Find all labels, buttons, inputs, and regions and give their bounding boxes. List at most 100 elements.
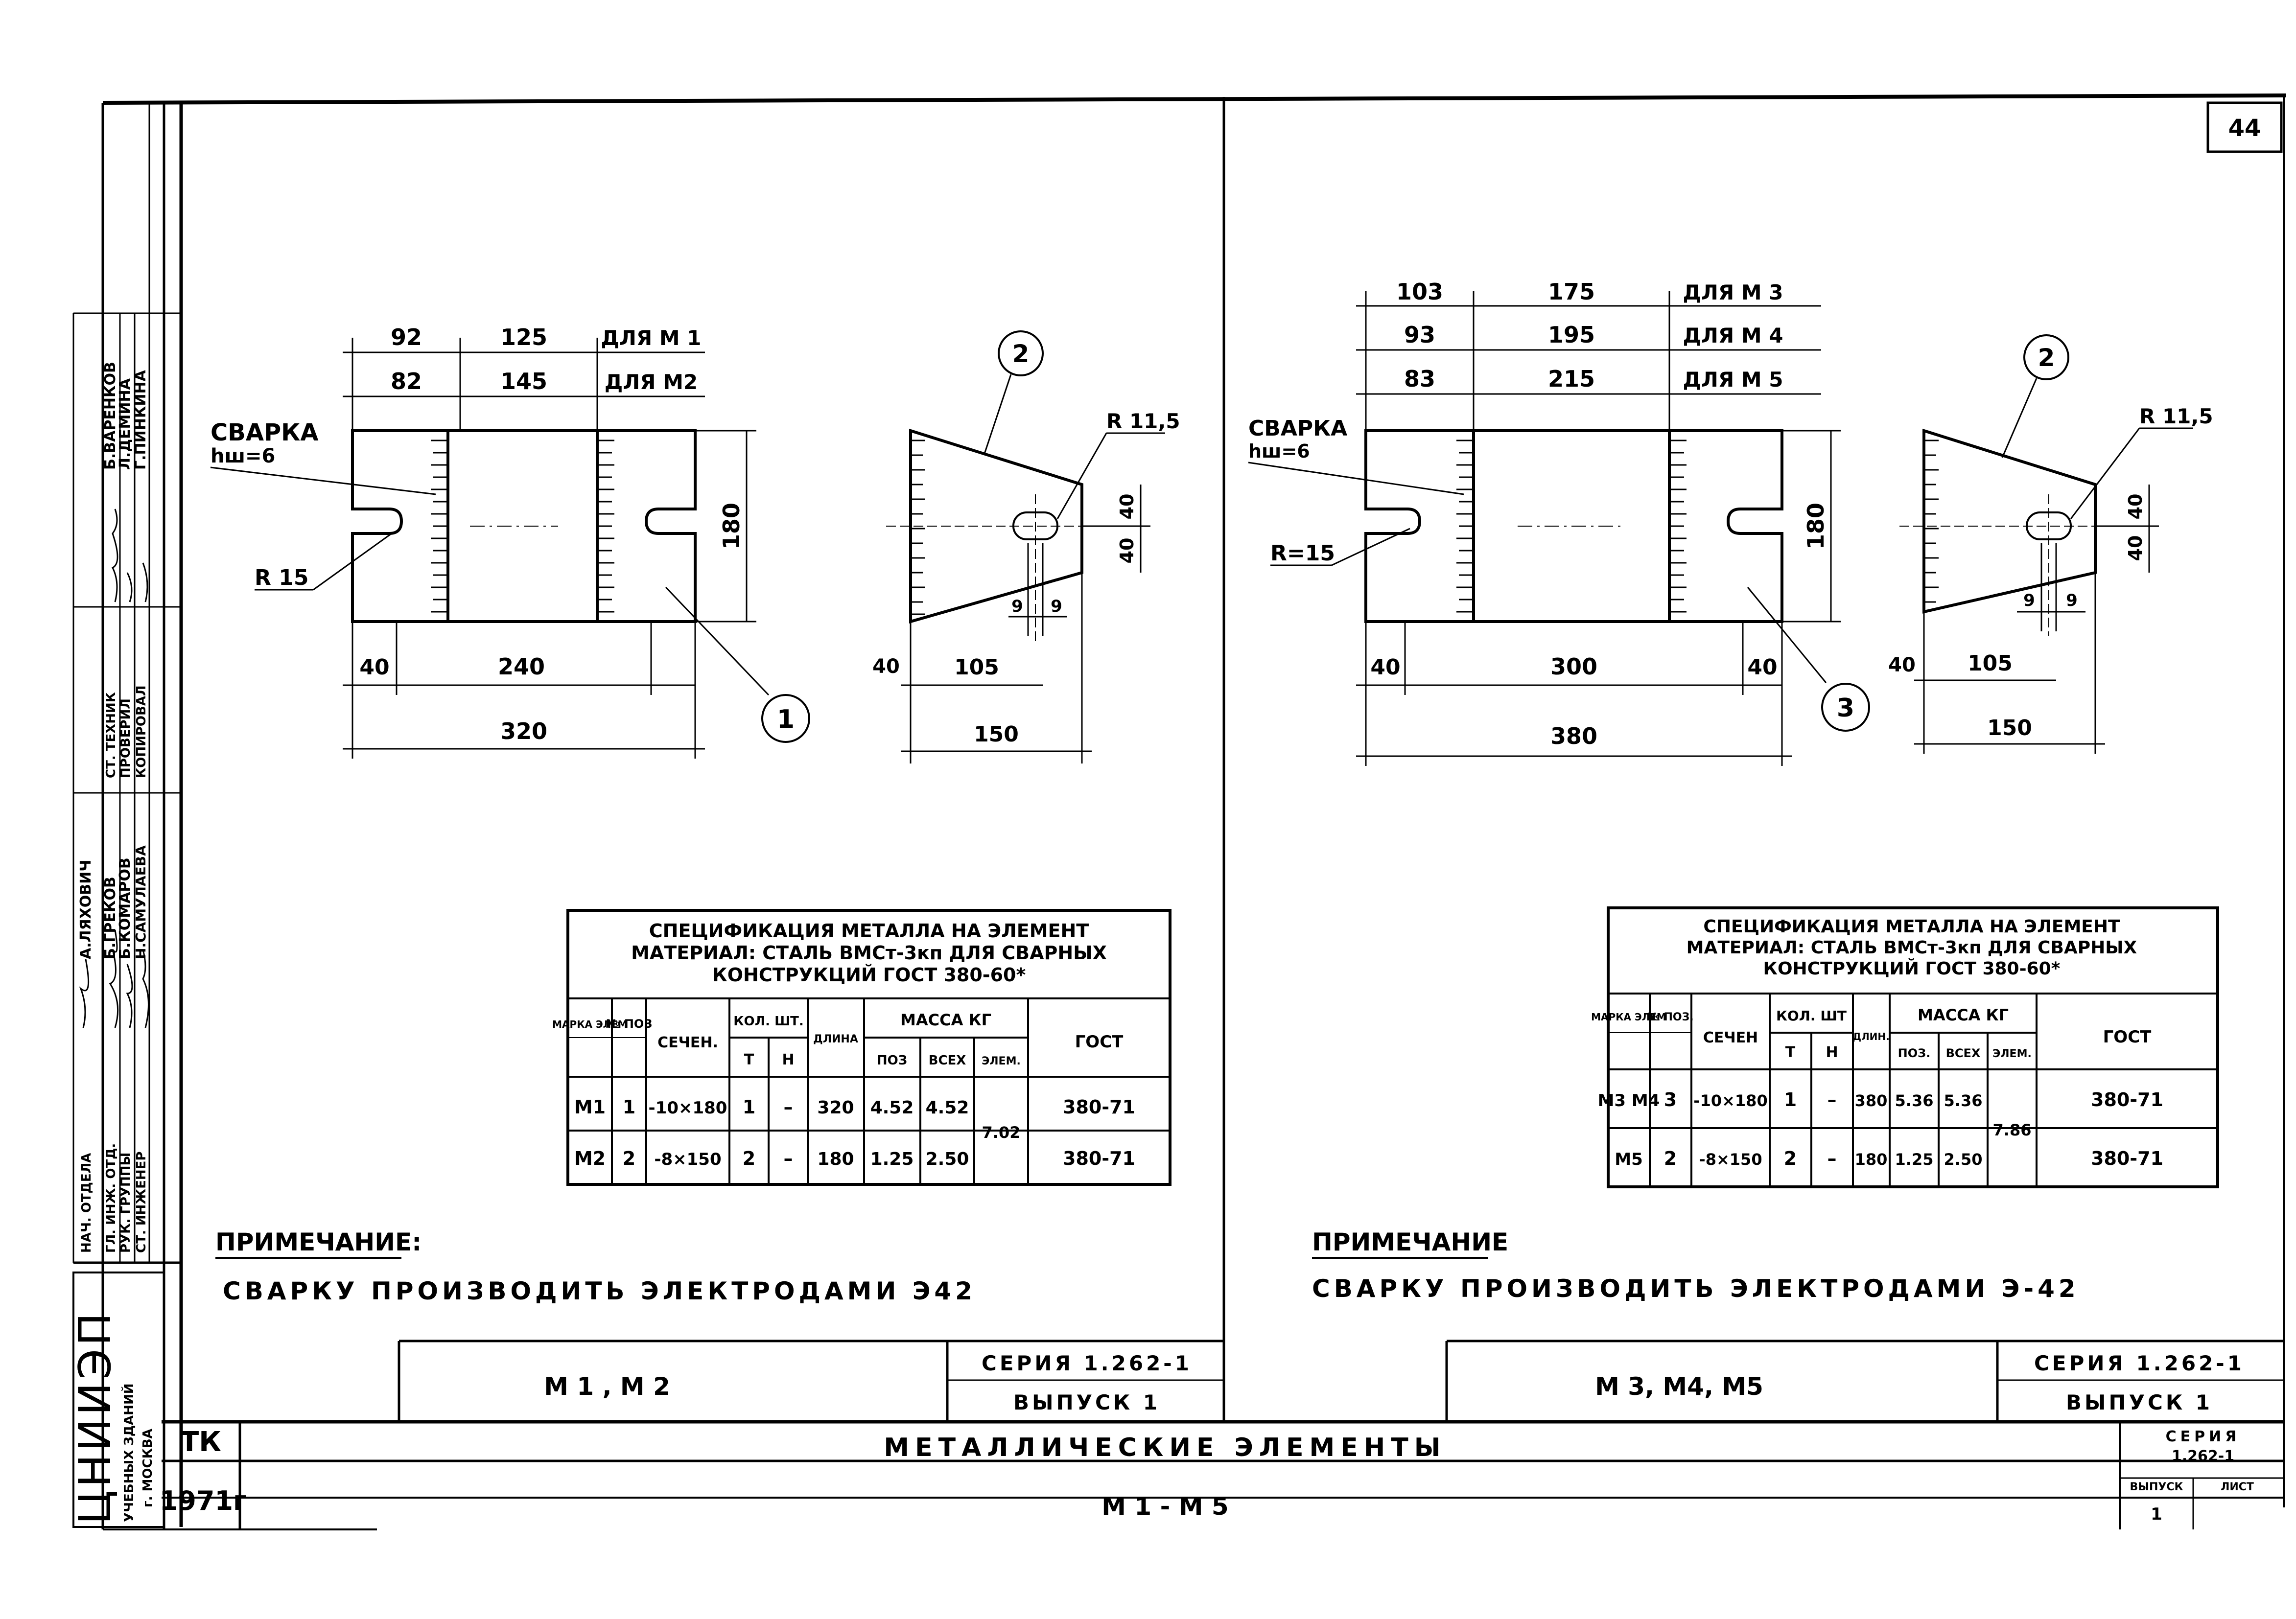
right-row2-n: – bbox=[1827, 1148, 1837, 1169]
left-stamp-marks: М 1 , М 2 bbox=[544, 1372, 670, 1401]
right-side-dim-150: 150 bbox=[1987, 716, 2032, 740]
right-row2-gost: 380-71 bbox=[2091, 1148, 2163, 1169]
left-side-dim-40b: 40 bbox=[1116, 538, 1138, 564]
sig-name-7: Г.ПИНКИНА bbox=[132, 370, 149, 470]
left-col-mass: МАССА КГ bbox=[900, 1011, 991, 1029]
left-row1-mpos: 4.52 bbox=[870, 1098, 914, 1118]
left-note-text: СВАРКУ ПРОИЗВОДИТЬ ЭЛЕКТРОДАМИ Э42 bbox=[223, 1277, 976, 1305]
right-dim-for-m4: ДЛЯ М 4 bbox=[1683, 324, 1783, 347]
left-row1-t: 1 bbox=[743, 1096, 755, 1118]
tb-issue-label: ВЫПУСК bbox=[2130, 1481, 2183, 1493]
right-dim-175: 175 bbox=[1548, 278, 1595, 305]
right-spec-table: СПЕЦИФИКАЦИЯ МЕТАЛЛА НА ЭЛЕМЕНТ МАТЕРИАЛ… bbox=[1591, 906, 2219, 1188]
right-row1-mpos: 5.36 bbox=[1895, 1091, 1934, 1110]
left-row2-length: 180 bbox=[817, 1149, 854, 1169]
right-dim-83: 83 bbox=[1404, 366, 1435, 392]
left-weld-label: СВАРКА bbox=[211, 419, 319, 446]
left-row1-pos: 1 bbox=[623, 1096, 635, 1118]
left-row1-gost: 380-71 bbox=[1063, 1096, 1135, 1118]
main-subtitle: М 1 - М 5 bbox=[1101, 1492, 1228, 1521]
sig-role-4: СТ. ИНЖЕНЕР bbox=[134, 1152, 149, 1253]
right-row2-length: 180 bbox=[1855, 1150, 1888, 1169]
left-row1-mark: М1 bbox=[574, 1096, 606, 1118]
right-col-mass: МАССА КГ bbox=[1918, 1006, 2009, 1024]
right-stamp bbox=[1445, 1340, 2284, 1422]
handwritten-signatures bbox=[79, 509, 149, 1028]
left-col-mass-all: ВСЕХ bbox=[929, 1053, 966, 1068]
left-side-radius: R 11,5 bbox=[1106, 409, 1180, 433]
right-stamp-series: СЕРИЯ 1.262-1 bbox=[2034, 1351, 2245, 1375]
right-dim-195: 195 bbox=[1548, 322, 1595, 348]
right-dim-for-m5: ДЛЯ М 5 bbox=[1683, 368, 1783, 392]
left-side-callout: 2 bbox=[1012, 340, 1030, 368]
year-label: 1971г bbox=[160, 1485, 247, 1516]
sig-name-2: Б.ГРЕКОВ bbox=[102, 877, 119, 959]
right-side-dim-105: 105 bbox=[1968, 651, 2013, 676]
right-row2-mark: М5 bbox=[1615, 1150, 1643, 1169]
right-weld-size: hш=6 bbox=[1248, 440, 1310, 462]
sheet-number-box: 44 bbox=[2206, 101, 2283, 153]
left-dim-overall: 320 bbox=[500, 718, 547, 744]
right-note-title: ПРИМЕЧАНИЕ bbox=[1312, 1228, 1508, 1256]
main-title: МЕТАЛЛИЧЕСКИЕ ЭЛЕМЕНТЫ bbox=[884, 1433, 1446, 1462]
right-col-length: ДЛИН. bbox=[1852, 1031, 1890, 1042]
left-row1-section: -10×180 bbox=[649, 1098, 727, 1118]
right-row2-mpos: 1.25 bbox=[1895, 1150, 1934, 1169]
right-row1-length: 380 bbox=[1855, 1091, 1888, 1110]
left-mass-elem: 7.02 bbox=[982, 1123, 1021, 1142]
left-dim-125: 125 bbox=[500, 324, 547, 350]
sig-name-1: А.ЛЯХОВИЧ bbox=[77, 860, 94, 959]
left-dim-240: 240 bbox=[498, 653, 545, 680]
signature-names: А.ЛЯХОВИЧ Б.ГРЕКОВ Б.КОМАРОВ Н.САМУЛАЕВА… bbox=[77, 362, 149, 1253]
right-row1-section: -10×180 bbox=[1693, 1091, 1767, 1110]
left-spec-table: СПЕЦИФИКАЦИЯ МЕТАЛЛА НА ЭЛЕМЕНТ МАТЕРИАЛ… bbox=[552, 909, 1171, 1186]
right-col-mass-all: ВСЕХ bbox=[1946, 1046, 1981, 1060]
left-dim-for-m2: ДЛЯ М2 bbox=[605, 370, 698, 394]
sig-name-5: Б.ВАРЕНКОВ bbox=[102, 362, 119, 470]
left-row1-n: – bbox=[784, 1096, 793, 1118]
left-col-gost: ГОСТ bbox=[1075, 1032, 1124, 1052]
left-stamp-issue: ВЫПУСК 1 bbox=[1013, 1390, 1160, 1414]
right-side-dim-9a: 9 bbox=[2023, 591, 2035, 610]
right-col-pos: № ПОЗ. bbox=[1647, 1011, 1693, 1023]
left-col-mass-elem: ЭЛЕМ. bbox=[982, 1055, 1021, 1067]
right-note-text: СВАРКУ ПРОИЗВОДИТЬ ЭЛЕКТРОДАМИ Э-42 bbox=[1312, 1274, 2080, 1303]
right-dim-103: 103 bbox=[1396, 278, 1443, 305]
right-side-view: 2 R 11,5 40 40 9 9 40 105 150 bbox=[1888, 334, 2213, 754]
left-height-dim: 180 bbox=[718, 503, 745, 550]
left-col-mass-pos: ПОЗ bbox=[877, 1053, 907, 1068]
left-dim-145: 145 bbox=[500, 368, 547, 394]
right-row1-t: 1 bbox=[1784, 1089, 1797, 1110]
right-dim-40a: 40 bbox=[1370, 655, 1400, 680]
left-weld-size: hш=6 bbox=[211, 445, 275, 467]
right-side-dim-9b: 9 bbox=[2066, 591, 2078, 610]
tb-series-label: СЕРИЯ bbox=[2166, 1428, 2241, 1445]
right-dim-for-m3: ДЛЯ М 3 bbox=[1683, 280, 1783, 304]
tk-label: ТК bbox=[180, 1426, 221, 1458]
right-col-mass-pos: ПОЗ. bbox=[1898, 1046, 1931, 1060]
right-dim-93: 93 bbox=[1404, 322, 1435, 348]
sig-name-6: Л.ДЕМИНА bbox=[117, 378, 134, 470]
left-side-dim-9a: 9 bbox=[1011, 597, 1023, 616]
right-row1-n: – bbox=[1827, 1089, 1837, 1110]
right-spec-header-1: СПЕЦИФИКАЦИЯ МЕТАЛЛА НА ЭЛЕМЕНТ bbox=[1703, 917, 2120, 937]
right-col-qty-n: Н bbox=[1826, 1044, 1838, 1061]
right-col-section: СЕЧЕН bbox=[1703, 1029, 1758, 1046]
right-spec-header-3: КОНСТРУКЦИЙ ГОСТ 380-60* bbox=[1763, 958, 2061, 979]
sheet-frame bbox=[102, 93, 2287, 1530]
right-stamp-marks: М 3, М4, М5 bbox=[1595, 1372, 1763, 1401]
right-row2-pos: 2 bbox=[1664, 1148, 1677, 1169]
sheet-number: 44 bbox=[2228, 115, 2261, 142]
left-col-qty-n: Н bbox=[782, 1051, 794, 1068]
right-stamp-issue: ВЫПУСК 1 bbox=[2066, 1390, 2213, 1414]
right-mass-elem: 7.86 bbox=[1993, 1121, 2032, 1139]
sig-role-3: РУК. ГРУППЫ bbox=[118, 1153, 133, 1253]
right-spec-header-2: МАТЕРИАЛ: СТАЛЬ ВМСт-3кп ДЛЯ СВАРНЫХ bbox=[1687, 938, 2137, 958]
left-note-title: ПРИМЕЧАНИЕ: bbox=[215, 1228, 422, 1256]
left-side-dim-105: 105 bbox=[954, 655, 999, 680]
title-block: ЦНИИЭП УЧЕБНЫХ ЗДАНИЙ г. МОСКВА ТК 1971г… bbox=[70, 1272, 2284, 1529]
left-stamp-series: СЕРИЯ 1.262-1 bbox=[982, 1351, 1192, 1375]
sig-name-3: Б.КОМАРОВ bbox=[117, 857, 134, 959]
org-subline-2: г. МОСКВА bbox=[141, 1429, 155, 1507]
right-row1-gost: 380-71 bbox=[2091, 1089, 2163, 1110]
